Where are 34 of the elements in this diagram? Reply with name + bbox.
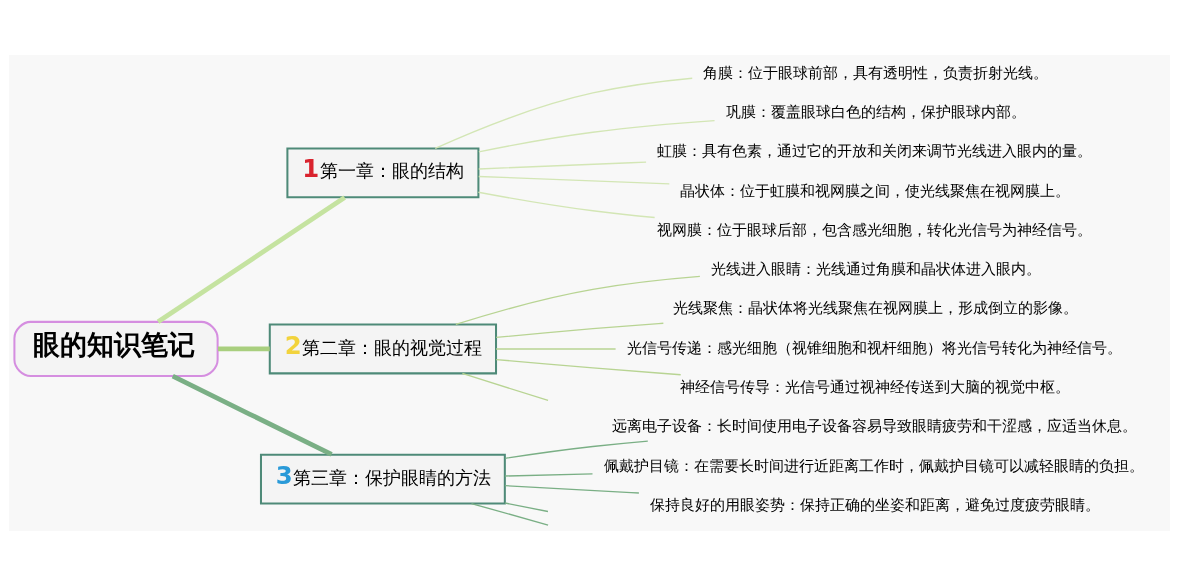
node-text: 保持良好的用眼姿势：保持正确的坐姿和距离，避免过度疲劳眼睛。 [649,495,1100,514]
connector [504,501,549,512]
node-text: 晶状体：位于虹膜和视网膜之间，使光线聚焦在视网膜上。 [680,181,1071,200]
connector [504,439,649,459]
node-box: 3第三章：保护眼睛的方法 [259,453,506,504]
connector [495,347,617,350]
node-text: 角膜：位于眼球前部，具有透明性，负责折射光线。 [703,63,1049,82]
node-text: 虹膜：具有色素，通过它的开放和关闭来调节光线进入眼内的量。 [657,141,1093,160]
connector [504,484,640,494]
node-text: 神经信号传导：光信号通过视神经传送到大脑的视觉中枢。 [680,377,1071,396]
connector [478,160,647,170]
connector [478,175,671,184]
connector [470,502,549,526]
node-box: 眼的知识笔记 [13,320,219,377]
connector [478,119,716,152]
node-text: 远离电子设备：长时间使用电子设备容易导致眼睛疲劳和干涩感，应适当休息。 [611,416,1137,435]
connector [455,275,701,325]
node-text: 光线聚焦：晶状体将光线聚焦在视网膜上，形成倒立的影像。 [672,298,1078,317]
connector [477,191,656,218]
connector [495,358,682,375]
connector [156,195,346,324]
node-box: 2第二章：眼的视觉过程 [268,323,498,374]
node-text: 视网膜：位于眼球后部，包含感光细胞，转化光信号为神经信号。 [657,220,1093,239]
node-text: 光线进入眼睛：光线通过角膜和晶状体进入眼内。 [710,259,1041,278]
node-box: 1第一章：眼的结构 [286,146,480,198]
node-text: 佩戴护目镜：在需要长时间进行近距离工作时，佩戴护目镜可以减轻眼睛的负担。 [603,456,1144,475]
node-text: 光信号传递：感光细胞（视锥细胞和视杆细胞）将光信号转化为神经信号。 [626,338,1122,357]
node-text: 巩膜：覆盖眼球白色的结构，保护眼球内部。 [725,102,1026,121]
connector [504,472,594,477]
connector [434,77,693,149]
connector [461,372,549,401]
connector [171,373,333,457]
connector [495,322,665,338]
connector [218,346,270,351]
